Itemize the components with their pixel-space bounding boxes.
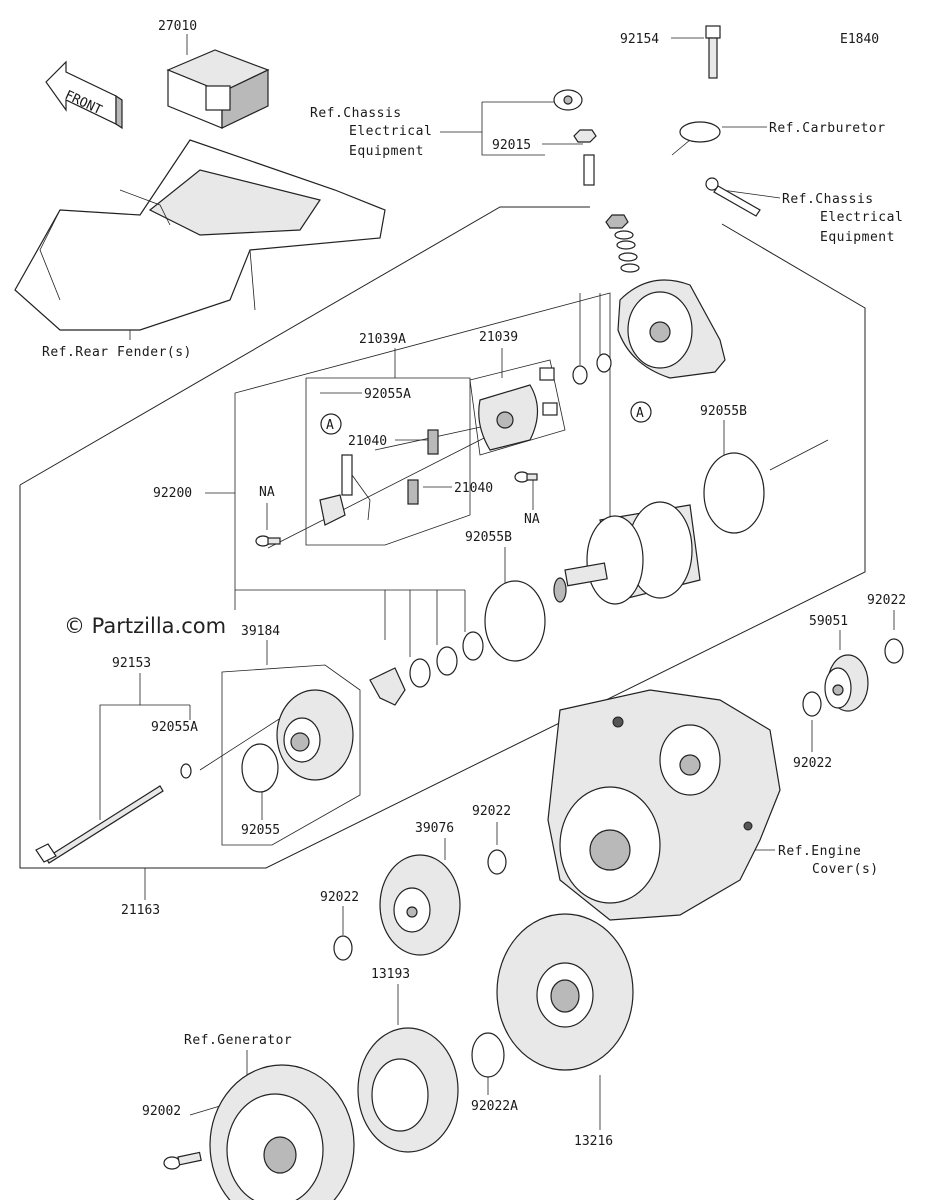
label-92055A-top[interactable]: 92055A bbox=[364, 387, 411, 402]
spring-21040-b[interactable] bbox=[407, 479, 419, 505]
o-ring-92055B-right[interactable] bbox=[703, 452, 765, 534]
terminal-washers bbox=[605, 214, 640, 273]
label-13216[interactable]: 13216 bbox=[574, 1134, 613, 1149]
rear-fender-tray[interactable] bbox=[14, 139, 386, 331]
label-92154[interactable]: 92154 bbox=[620, 32, 659, 47]
ref-rear-fender: Ref.Rear Fender(s) bbox=[42, 345, 192, 360]
label-21040-a[interactable]: 21040 bbox=[348, 434, 387, 449]
label-92022A[interactable]: 92022A bbox=[471, 1099, 518, 1114]
cable-terminal-chassis bbox=[705, 177, 761, 217]
washer-rear-1[interactable] bbox=[572, 365, 588, 385]
label-92055B-right[interactable]: 92055B bbox=[700, 404, 747, 419]
ref-generator: Ref.Generator bbox=[184, 1033, 292, 1048]
relay-27010[interactable] bbox=[166, 49, 270, 129]
label-39184[interactable]: 39184 bbox=[241, 624, 280, 639]
bolt-92002[interactable] bbox=[163, 1151, 202, 1170]
ref-chassis-electrical-2-line2: Electrical bbox=[820, 210, 903, 225]
terminal-cap[interactable] bbox=[553, 89, 583, 111]
svg-text:A: A bbox=[326, 418, 334, 433]
o-ring-92055B-left[interactable] bbox=[484, 580, 546, 662]
ref-chassis-electrical-1-line3: Equipment bbox=[349, 144, 424, 159]
washer-rear-2[interactable] bbox=[596, 353, 612, 373]
svg-text:A: A bbox=[636, 406, 644, 421]
callout-a-left[interactable]: A bbox=[320, 413, 342, 435]
idler-gear-39076[interactable] bbox=[379, 854, 461, 956]
watermark: © Partzilla.com bbox=[64, 614, 226, 638]
label-21039[interactable]: 21039 bbox=[479, 330, 518, 345]
label-NA-right[interactable]: NA bbox=[524, 512, 540, 527]
ref-chassis-electrical-1-line1: Ref.Chassis bbox=[310, 106, 402, 121]
label-92055B-left[interactable]: 92055B bbox=[465, 530, 512, 545]
bolt-92154[interactable] bbox=[705, 25, 721, 79]
label-92055A[interactable]: 92055A bbox=[151, 720, 198, 735]
lock-plate[interactable] bbox=[369, 667, 406, 706]
terminal-post bbox=[583, 154, 595, 186]
label-39076[interactable]: 39076 bbox=[415, 821, 454, 836]
starter-motor-body[interactable] bbox=[553, 501, 701, 605]
label-92022-d[interactable]: 92022 bbox=[320, 890, 359, 905]
ref-chassis-electrical-2-line3: Equipment bbox=[820, 230, 895, 245]
o-ring-92055A[interactable] bbox=[180, 763, 192, 779]
gear-59051[interactable] bbox=[824, 654, 869, 712]
ref-engine-cover-line2: Cover(s) bbox=[812, 862, 879, 877]
brush-plate-21039[interactable] bbox=[478, 367, 558, 451]
front-cover-39184[interactable] bbox=[276, 689, 354, 781]
o-ring-92055[interactable] bbox=[241, 743, 279, 793]
label-92055[interactable]: 92055 bbox=[241, 823, 280, 838]
ref-chassis-electrical-2-line1: Ref.Chassis bbox=[782, 192, 874, 207]
starter-clutch-gear-13216[interactable] bbox=[496, 913, 634, 1071]
leader-lines bbox=[99, 34, 895, 1130]
brush-holder-21039A[interactable] bbox=[319, 454, 371, 526]
front-arrow-icon: FRONT bbox=[45, 60, 123, 130]
label-92200[interactable]: 92200 bbox=[153, 486, 192, 501]
washer-front-1[interactable] bbox=[409, 658, 431, 688]
washer-92022A[interactable] bbox=[471, 1032, 505, 1078]
brush-plate-subframe bbox=[469, 359, 566, 456]
brush-holder-subframe bbox=[305, 377, 471, 546]
through-bolt-21163[interactable] bbox=[35, 785, 164, 864]
label-92153[interactable]: 92153 bbox=[112, 656, 151, 671]
screw-NA-right[interactable] bbox=[514, 471, 538, 483]
label-92022-b[interactable]: 92022 bbox=[793, 756, 832, 771]
label-21039A[interactable]: 21039A bbox=[359, 332, 406, 347]
diagram-code: E1840 bbox=[840, 32, 879, 47]
label-21163[interactable]: 21163 bbox=[121, 903, 160, 918]
axis-line-motor bbox=[769, 439, 829, 471]
engine-cover[interactable] bbox=[547, 689, 781, 921]
washer-front-3[interactable] bbox=[462, 631, 484, 661]
label-92022-a[interactable]: 92022 bbox=[867, 593, 906, 608]
ref-chassis-electrical-1-line2: Electrical bbox=[349, 124, 432, 139]
washer-front-2[interactable] bbox=[436, 646, 458, 676]
spring-21040-a[interactable] bbox=[427, 429, 439, 455]
label-92022-c[interactable]: 92022 bbox=[472, 804, 511, 819]
cable-terminal-carburetor bbox=[671, 121, 721, 156]
washer-92022-b[interactable] bbox=[802, 691, 822, 717]
ref-engine-cover-line1: Ref.Engine bbox=[778, 844, 861, 859]
one-way-clutch-13193[interactable] bbox=[357, 1027, 459, 1153]
motor-rear-cover[interactable] bbox=[617, 279, 726, 379]
label-92015[interactable]: 92015 bbox=[492, 138, 531, 153]
generator-rotor bbox=[209, 1064, 355, 1200]
label-13193[interactable]: 13193 bbox=[371, 967, 410, 982]
callout-a-right[interactable]: A bbox=[630, 401, 652, 423]
washer-92022-d[interactable] bbox=[333, 935, 353, 961]
nut-92015[interactable] bbox=[573, 129, 597, 143]
label-59051[interactable]: 59051 bbox=[809, 614, 848, 629]
label-27010[interactable]: 27010 bbox=[158, 19, 197, 34]
label-92002[interactable]: 92002 bbox=[142, 1104, 181, 1119]
label-NA-left[interactable]: NA bbox=[259, 485, 275, 500]
label-21040-b[interactable]: 21040 bbox=[454, 481, 493, 496]
screw-NA-left[interactable] bbox=[255, 535, 281, 547]
washer-92022-a[interactable] bbox=[884, 638, 904, 664]
cover-subframe bbox=[221, 664, 361, 846]
ref-carburetor: Ref.Carburetor bbox=[769, 121, 886, 136]
washer-92022-c[interactable] bbox=[487, 849, 507, 875]
